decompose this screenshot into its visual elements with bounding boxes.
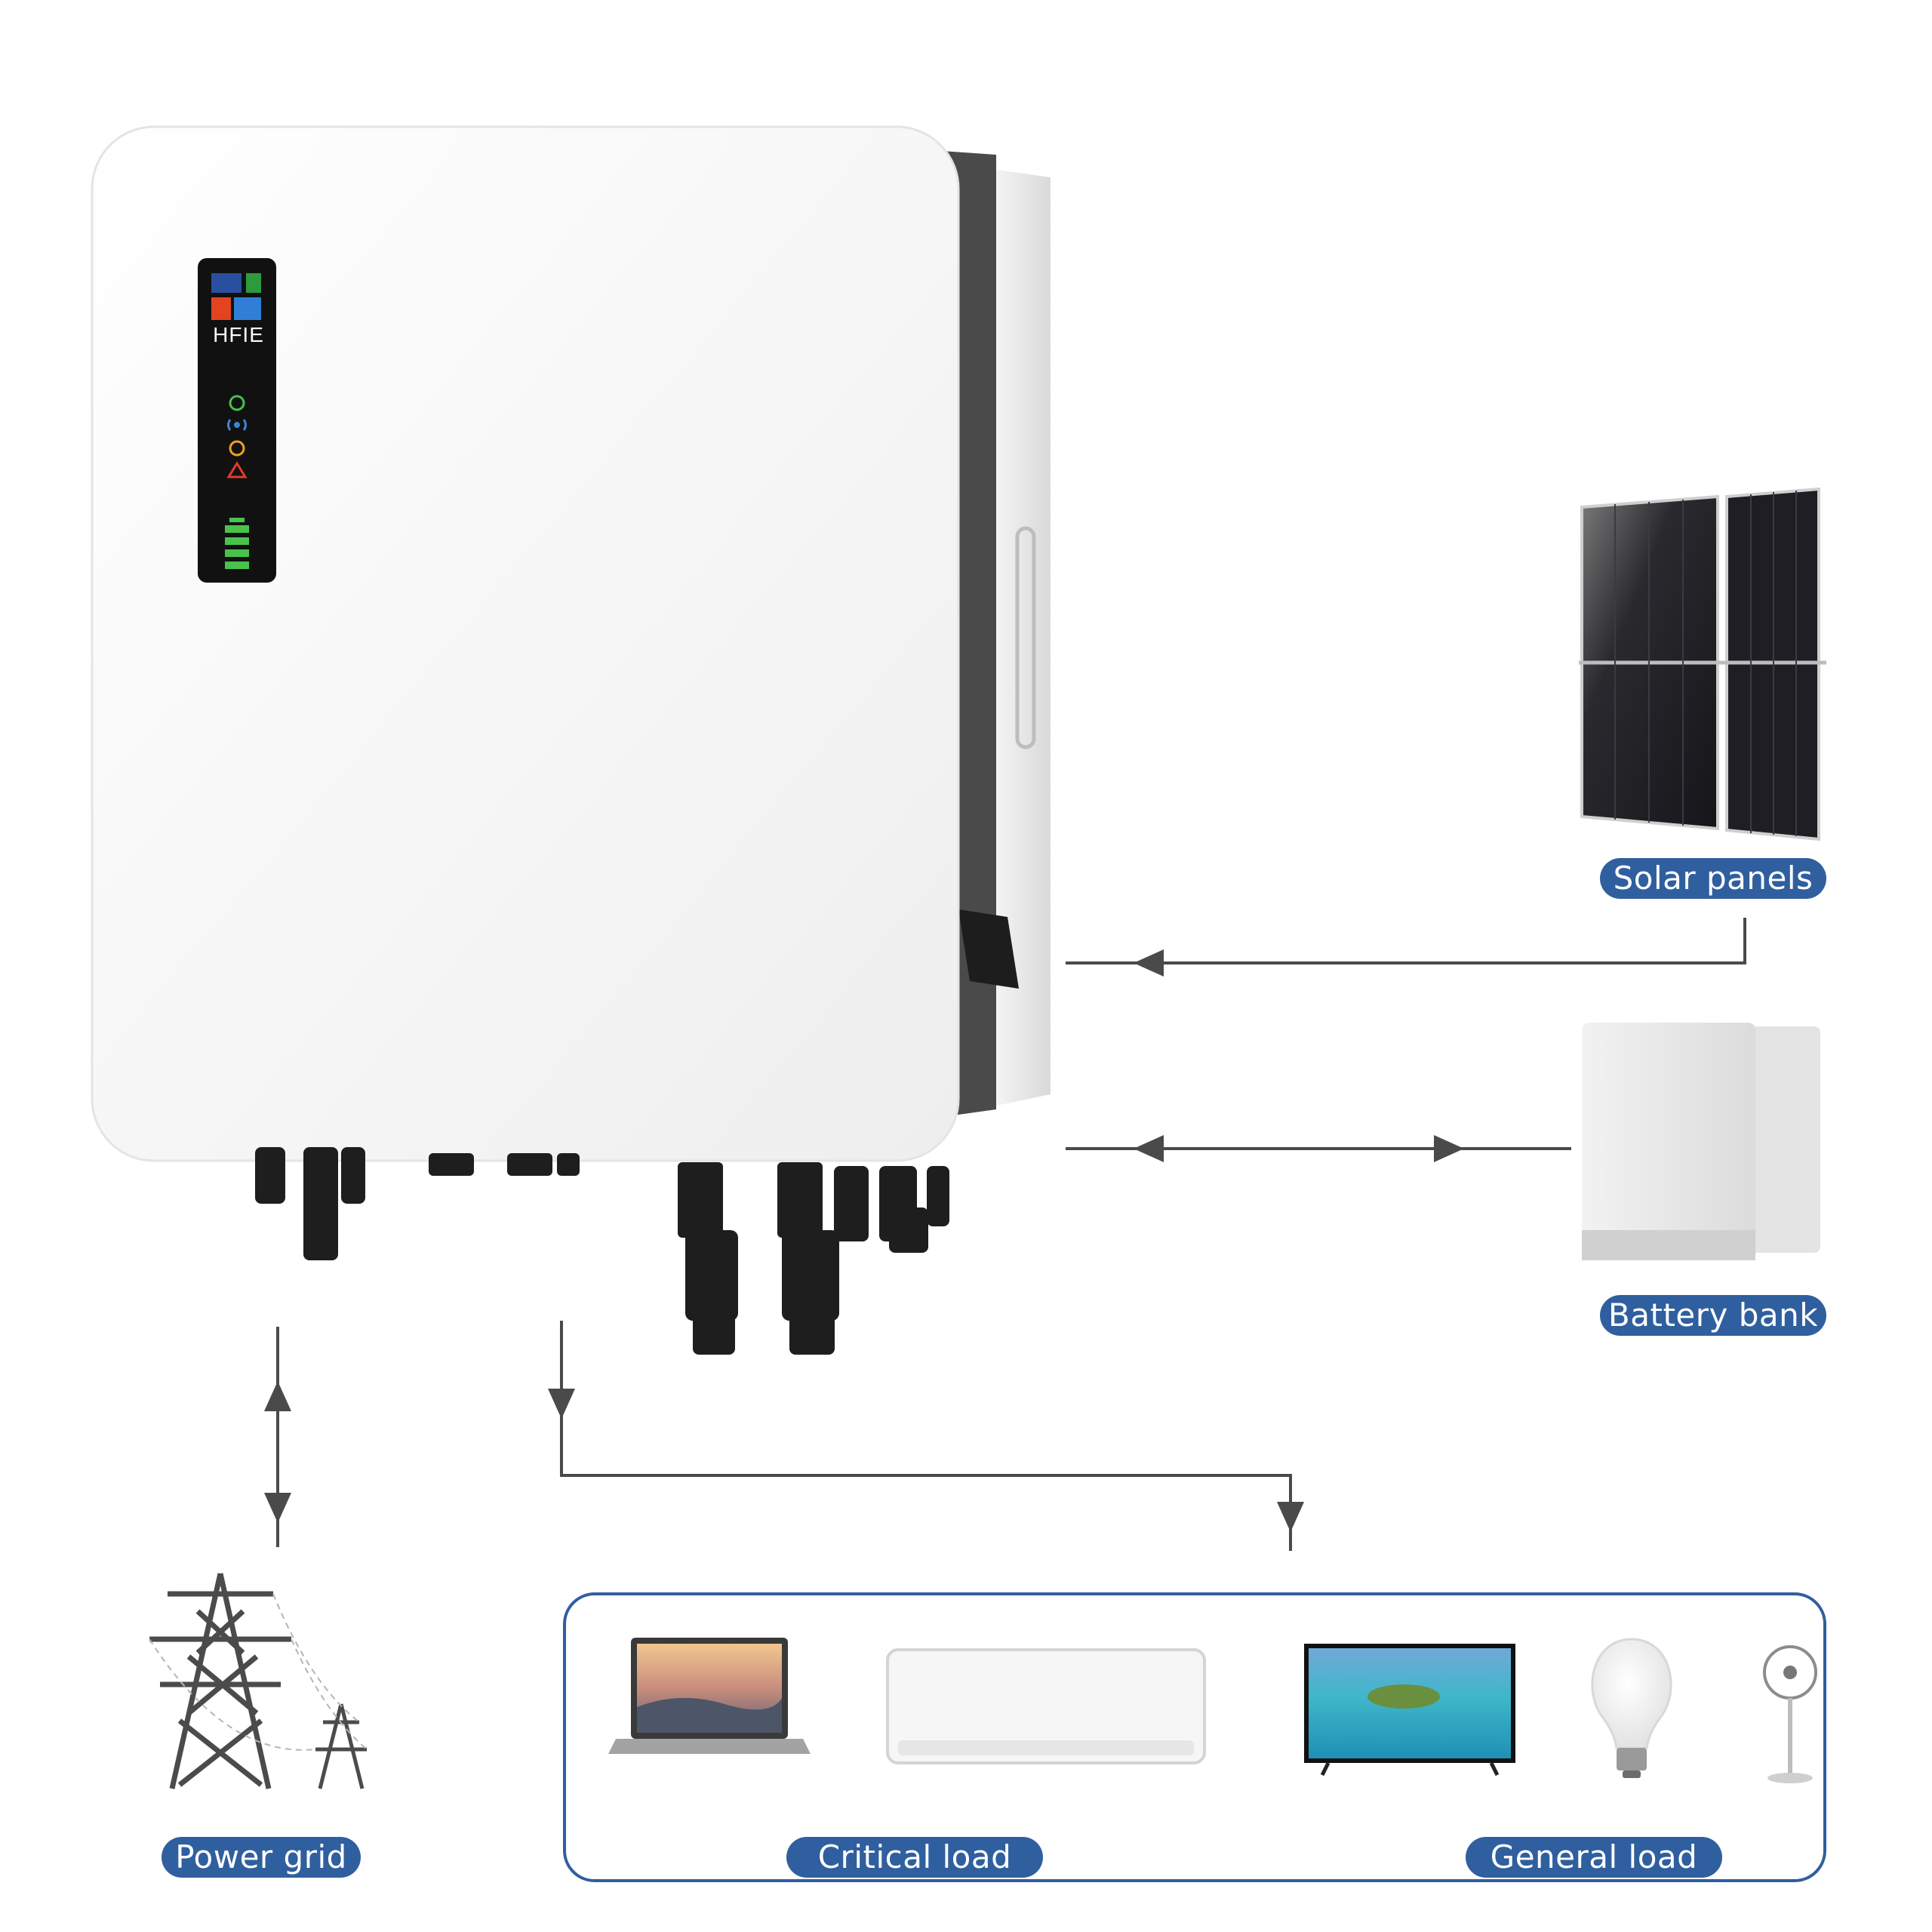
arrow-right-icon xyxy=(1434,1135,1464,1162)
arrow-left-icon xyxy=(1134,949,1164,977)
inverter-connectors xyxy=(255,1147,949,1355)
power-grid-label: Power grid xyxy=(162,1837,361,1878)
brand-logo-text: HFIE xyxy=(213,323,264,346)
arrow-down-icon xyxy=(1277,1502,1304,1532)
loads-box xyxy=(563,1592,1826,1882)
laptop-icon xyxy=(608,1638,811,1754)
hybrid-inverter xyxy=(91,125,1051,1162)
arrow-down-icon xyxy=(264,1493,291,1523)
wifi-icon xyxy=(227,419,247,431)
battery-bank-label: Battery bank xyxy=(1600,1295,1826,1336)
critical-load-label: Critical load xyxy=(786,1837,1043,1878)
arrow-up-icon xyxy=(264,1381,291,1411)
television-icon xyxy=(1304,1644,1515,1777)
battery-level-icon xyxy=(225,518,249,569)
flow-arrows xyxy=(264,949,1464,1532)
solar-panels-image xyxy=(1579,487,1826,841)
grid-icon xyxy=(229,395,245,411)
battery-bank-image xyxy=(1582,1023,1820,1260)
power-icon xyxy=(229,440,245,457)
warning-icon xyxy=(226,461,248,478)
fan-icon xyxy=(1763,1645,1817,1783)
general-load-label: General load xyxy=(1466,1837,1722,1878)
solar-panels-label: Solar panels xyxy=(1600,858,1826,899)
power-grid-image xyxy=(149,1573,368,1789)
arrow-left-icon xyxy=(1134,1135,1164,1162)
light-bulb-icon xyxy=(1591,1638,1672,1778)
arrow-down-icon xyxy=(548,1389,575,1419)
air-conditioner-icon xyxy=(886,1648,1206,1764)
